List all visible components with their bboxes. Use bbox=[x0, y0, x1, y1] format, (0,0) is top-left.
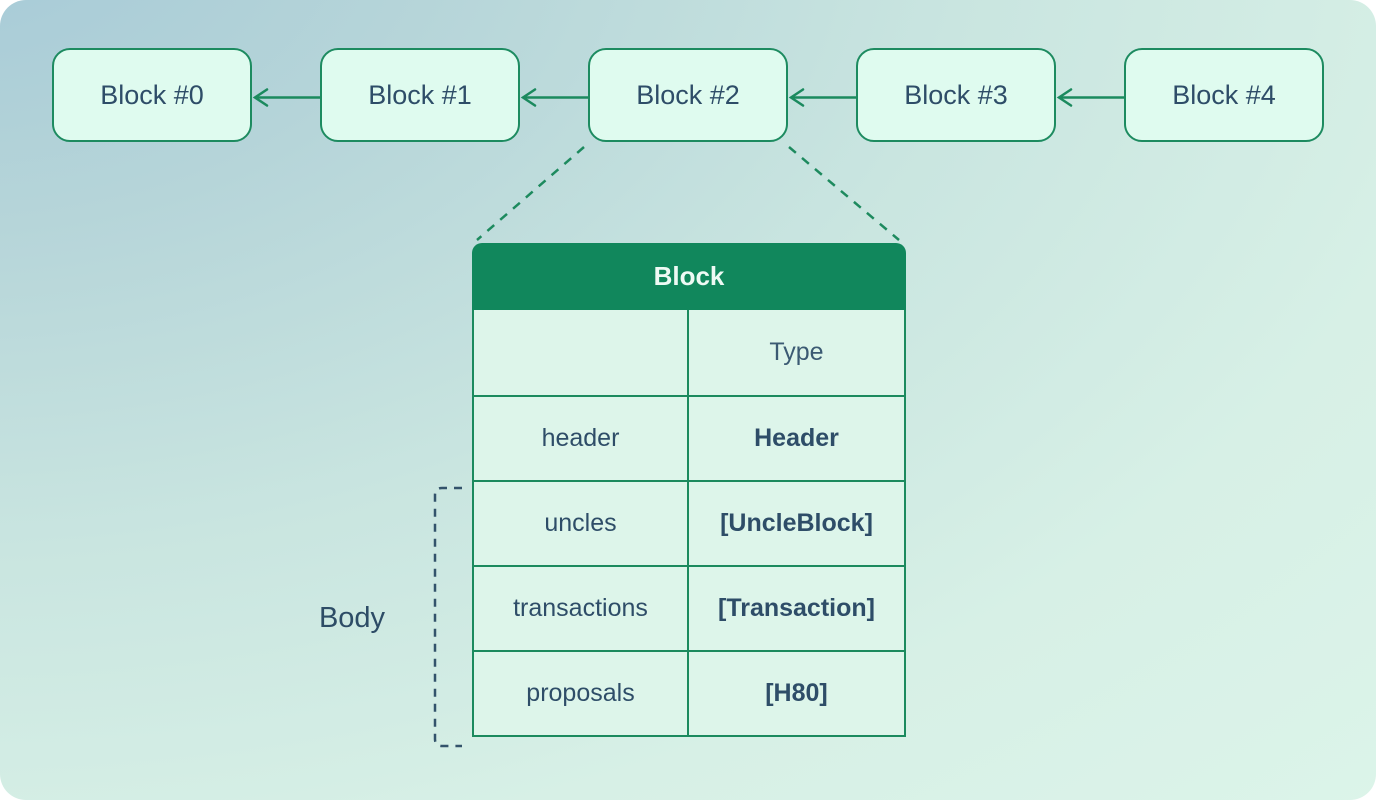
table-row-header-type: Header bbox=[689, 395, 904, 480]
expand-connector-left bbox=[476, 146, 585, 241]
type-text: [UncleBlock] bbox=[720, 509, 873, 537]
field-text: proposals bbox=[526, 679, 635, 707]
field-column-header-cell bbox=[474, 310, 689, 395]
type-column-header-cell: Type bbox=[689, 310, 904, 395]
table-row-header-field: header bbox=[474, 395, 689, 480]
block-node-2-label: Block #2 bbox=[636, 79, 740, 110]
field-text: header bbox=[541, 424, 620, 452]
block-node-1-label: Block #1 bbox=[368, 79, 472, 110]
block-node-4: Block #4 bbox=[1124, 48, 1324, 142]
table-row-transactions-field: transactions bbox=[474, 565, 689, 650]
block-node-1: Block #1 bbox=[320, 48, 520, 142]
type-text: [H80] bbox=[765, 679, 828, 707]
type-text: Header bbox=[754, 424, 839, 452]
field-text: uncles bbox=[544, 509, 617, 537]
block-node-3: Block #3 bbox=[856, 48, 1056, 142]
type-text: [Transaction] bbox=[718, 594, 875, 622]
block-node-3-label: Block #3 bbox=[904, 79, 1008, 110]
chain-arrow-2-to-1 bbox=[520, 88, 590, 107]
expand-connector-right bbox=[788, 146, 900, 241]
chain-arrow-4-to-3 bbox=[1056, 88, 1126, 107]
chain-arrow-3-to-2 bbox=[788, 88, 858, 107]
block-node-0: Block #0 bbox=[52, 48, 252, 142]
block-node-0-label: Block #0 bbox=[100, 79, 204, 110]
table-row-transactions-type: [Transaction] bbox=[689, 565, 904, 650]
table-row-uncles-field: uncles bbox=[474, 480, 689, 565]
body-group-label: Body bbox=[318, 602, 386, 634]
block-detail-table-body: Type header Header uncles [UncleBlock] t… bbox=[472, 310, 906, 737]
field-text: transactions bbox=[513, 594, 648, 622]
block-node-2: Block #2 bbox=[588, 48, 788, 142]
table-row-uncles-type: [UncleBlock] bbox=[689, 480, 904, 565]
block-detail-table-title: Block bbox=[472, 243, 906, 310]
block-detail-table: Block Type header Header uncles [UncleBl… bbox=[472, 243, 906, 737]
table-row-proposals-field: proposals bbox=[474, 650, 689, 735]
chain-arrow-1-to-0 bbox=[252, 88, 322, 107]
table-title-text: Block bbox=[653, 261, 725, 291]
type-column-header-text: Type bbox=[769, 338, 824, 366]
table-row-proposals-type: [H80] bbox=[689, 650, 904, 735]
body-bracket bbox=[433, 486, 462, 748]
block-node-4-label: Block #4 bbox=[1172, 79, 1276, 110]
